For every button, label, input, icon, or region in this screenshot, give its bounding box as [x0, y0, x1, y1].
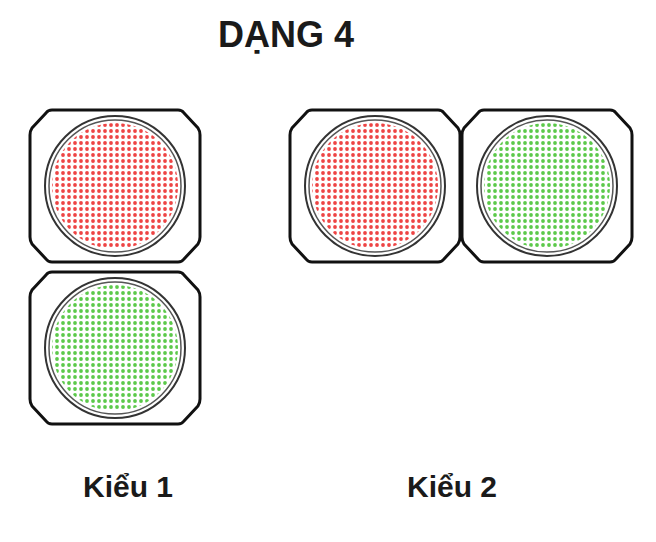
signal-housing — [462, 110, 632, 262]
type-label: Kiểu 1 — [83, 470, 173, 504]
type-label: Kiểu 2 — [407, 470, 497, 504]
red-lamp — [312, 123, 438, 249]
signal-housing — [30, 272, 200, 424]
green-lamp — [52, 285, 178, 411]
green-lamp — [484, 123, 610, 249]
signal-housing — [30, 110, 200, 262]
red-lamp — [52, 123, 178, 249]
signal-housing — [290, 110, 460, 262]
diagram-title: DẠNG 4 — [218, 14, 354, 56]
